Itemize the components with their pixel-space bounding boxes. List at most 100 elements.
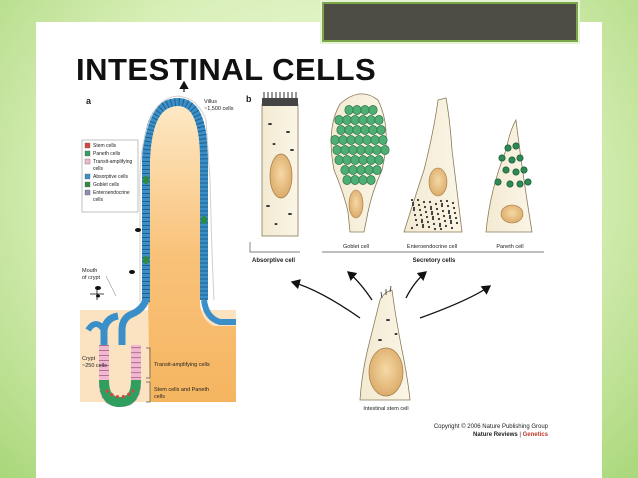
secretory-granule [424,210,428,214]
secretory-granule [414,218,418,222]
secretory-granule [426,220,430,224]
mucin-granule [350,115,360,125]
secretory-granule [415,223,419,227]
mucin-granule [344,105,354,115]
secretory-granule [444,224,448,228]
secretory-granule [439,227,443,231]
stem-bracket [146,381,151,403]
legend-label: Enteroendocrine [93,190,130,196]
secretory-granule [411,201,415,205]
secretory-granule [425,215,429,219]
mucin-granule [342,155,352,165]
mucin-granule [374,155,384,165]
enteroendocrine-label: Enteroendocrine cell [407,244,457,250]
secretory-granule [439,199,443,203]
mucin-granule [340,165,350,175]
mucin-granule [360,105,370,115]
mucin-granule [380,145,390,155]
panel-a-letter: a [86,96,92,106]
paneth-granule [508,156,516,164]
crypt-label: Crypt [82,356,96,362]
transit-amplifying-label: Transit-amplifying cells [154,362,210,368]
villus-core [148,105,236,402]
secretory-granule [449,219,453,223]
legend-swatch [84,181,91,188]
secretory-granule [441,209,445,213]
mucin-granule [352,125,362,135]
stem-cell-label: Intestinal stem cell [363,406,408,412]
crypt-count: ~250 cells [82,363,107,369]
secretory-granule [455,221,459,225]
paneth-granule [502,166,510,174]
paneth-granule [516,180,524,188]
mucin-granule [372,165,382,175]
stem-paneth-label-line2: cells [154,394,165,400]
secretory-granule [449,221,453,225]
mucin-granule [372,145,382,155]
crypt-mouth-epithelium [85,321,107,345]
mouth-pointer [105,275,117,297]
intestinal-stem-cell [359,285,411,401]
mucin-granule [348,165,358,175]
villus-label: Villus [204,99,217,105]
paneth-cell [485,118,533,233]
villus-goblet-cells [143,176,207,264]
mucin-granule [348,145,358,155]
villus-count: ~1,500 cells [204,106,234,112]
secretory-granule [410,226,414,230]
legend-swatch [84,158,91,165]
legend-frame [81,139,139,213]
mucin-granule [340,145,350,155]
secretory-granule [447,209,451,213]
mucin-granule [338,135,348,145]
mucin-granule [350,175,360,185]
crypt-mouth-marker [90,288,104,300]
crypt [99,312,141,408]
paneth-granule [506,180,514,188]
secretory-granule [454,216,458,220]
secretory-granule [451,201,455,205]
mucin-granule [330,135,340,145]
mucin-granule [354,135,364,145]
mucin-granule [334,155,344,165]
secretory-granule [438,224,442,228]
goblet-label: Goblet cell [343,244,369,250]
secretory-granule [417,203,421,207]
secretory-granule [420,220,424,224]
secretory-granule [412,206,416,210]
villus-epithelium [118,98,236,345]
secretory-granule [452,206,456,210]
mucin-granule [368,105,378,115]
secretory-granule [430,210,434,214]
mouth-label: Mouth [82,268,97,274]
secretory-granule [411,203,415,207]
legend-label: Goblet cells [93,182,120,188]
mucin-granule [358,155,368,165]
mucin-granule [366,115,376,125]
paneth-granule [504,144,512,152]
legend-swatch [84,189,91,196]
secretory-granule [433,227,437,231]
mouth-label-line2: of crypt [82,275,101,281]
mucin-granule [374,115,384,125]
enteroendocrine-cell [403,97,463,233]
absorptive-group-label: Absorptive cell [252,258,295,264]
mucin-granule [336,125,346,135]
secretory-granule [446,204,450,208]
secretory-granule [447,211,451,215]
secretory-granule [448,216,452,220]
paneth-granule [516,154,524,162]
legend-swatch [84,173,91,180]
secretory-granule [437,217,441,221]
mucin-granule [376,125,386,135]
legend-label: Paneth cells [93,151,121,157]
secretory-granule [419,213,423,217]
mucin-granule [364,145,374,155]
publisher-name: Nature Reviews [473,432,518,438]
secretory-granule [413,213,417,217]
mucin-granule [342,175,352,185]
mucin-granule [344,125,354,135]
mucin-granule [366,155,376,165]
